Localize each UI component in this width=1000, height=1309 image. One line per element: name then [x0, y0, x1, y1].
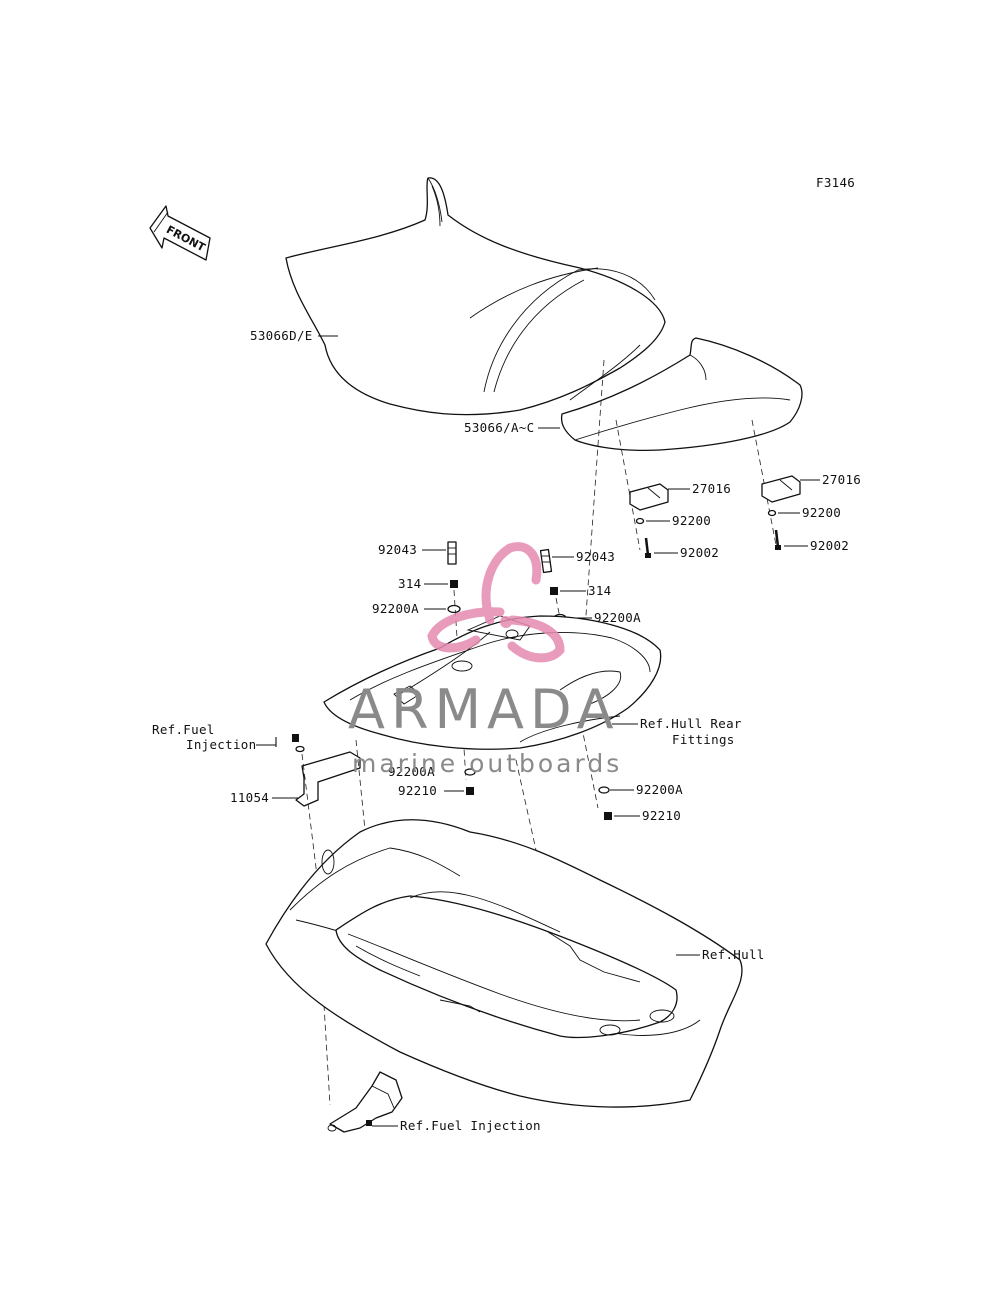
washer-fuel-injection — [295, 745, 305, 753]
label-rear-seat: 53066/A~C — [464, 420, 534, 435]
label-stud-left: 92043 — [378, 542, 417, 557]
watermark-brand: ARMADA — [348, 678, 620, 741]
label-ref-hull-rear-fittings-1: Ref.Hull Rear — [640, 716, 742, 731]
label-washer-a-right-top: 92200A — [594, 610, 641, 625]
hull — [265, 819, 743, 1108]
washer-a-right-bottom — [598, 786, 610, 794]
label-bracket-left: 27016 — [692, 481, 731, 496]
bracket-left — [629, 483, 669, 511]
bracket-right — [761, 475, 801, 503]
armada-watermark-logo — [427, 542, 565, 663]
bolt-left-top — [644, 537, 651, 558]
label-nut-right-bottom: 92210 — [642, 808, 681, 823]
washer-a-left-bottom — [464, 768, 476, 776]
label-ref-hull-rear-fittings-2: Fittings — [672, 732, 735, 747]
watermark-tagline: marine outboards — [352, 749, 622, 778]
washer-right-top — [767, 509, 777, 517]
label-nut-left-top: 314 — [398, 576, 421, 591]
stud-left — [447, 541, 457, 565]
label-bolt-left-top: 92002 — [680, 545, 719, 560]
label-washer-a-right-bottom: 92200A — [636, 782, 683, 797]
figure-code: F3146 — [816, 175, 855, 190]
label-stay: 11054 — [230, 790, 269, 805]
front-arrow-icon: FRONT — [149, 205, 211, 261]
label-washer-left-top: 92200 — [672, 513, 711, 528]
rear-seat — [560, 337, 803, 452]
label-front-seat: 53066D/E — [250, 328, 313, 343]
bolt-right-top — [774, 529, 781, 550]
label-washer-a-left-bottom: 92200A — [388, 764, 435, 779]
label-washer-a-left-top: 92200A — [372, 601, 419, 616]
bolt-fuel-injection — [292, 734, 299, 742]
label-washer-right-top: 92200 — [802, 505, 841, 520]
label-nut-right-top: 314 — [588, 583, 611, 598]
washer-a-left-top — [447, 604, 461, 614]
label-ref-hull: Ref.Hull — [702, 947, 765, 962]
nut-left-top — [450, 580, 458, 588]
label-ref-fuel-injection-top-1: Ref.Fuel — [152, 722, 215, 737]
label-bracket-right: 27016 — [822, 472, 861, 487]
fuel-injection-bracket-bottom — [327, 1071, 403, 1133]
label-ref-fuel-injection-bottom: Ref.Fuel Injection — [400, 1118, 541, 1133]
label-stud-right: 92043 — [576, 549, 615, 564]
nut-right-top — [550, 587, 558, 595]
label-bolt-right-top: 92002 — [810, 538, 849, 553]
nut-left-bottom — [466, 787, 474, 795]
washer-left-top — [635, 517, 645, 525]
nut-right-bottom — [604, 812, 612, 820]
stud-right — [539, 548, 553, 574]
label-nut-left-bottom: 92210 — [398, 783, 437, 798]
label-ref-fuel-injection-top-2: Injection — [186, 737, 256, 752]
stay-bracket — [295, 751, 361, 807]
front-seat — [285, 177, 666, 416]
